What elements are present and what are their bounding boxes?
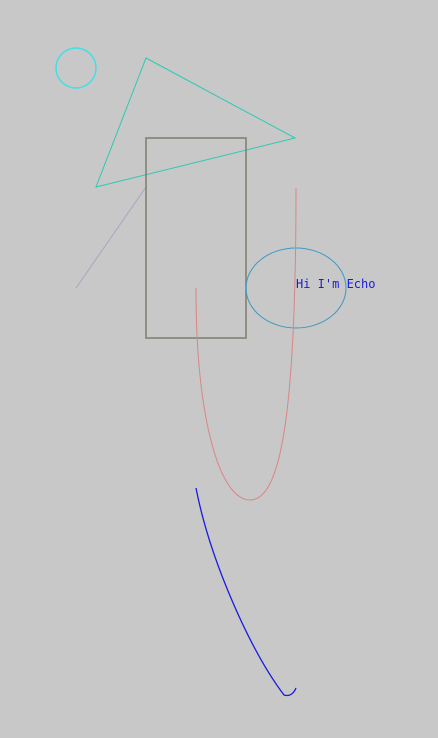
triangle	[95, 57, 297, 188]
diagonal-line	[75, 186, 147, 289]
small-circle	[55, 47, 97, 89]
rectangle	[145, 137, 247, 339]
pink-curve	[195, 187, 297, 501]
echo-label: Hi I'm Echo	[296, 277, 375, 291]
blue-curve	[195, 487, 297, 697]
